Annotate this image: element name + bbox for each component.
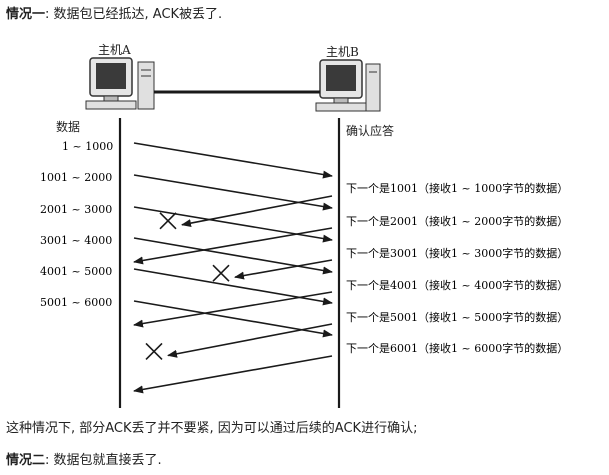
ack-labels: 下一个是1001（接收1 ~ 1000字节的数据） 下一个是2001（接收1 ~… — [346, 181, 568, 355]
data-label-5: 4001 ~ 5000 — [40, 265, 112, 278]
host-b-label: 主机B — [326, 45, 359, 59]
data-segment-labels: 1 ~ 1000 1001 ~ 2000 2001 ~ 3000 3001 ~ … — [40, 140, 113, 309]
arrow-layer — [134, 143, 332, 391]
case-two-heading: 情况二: 数据包就直接丢了. — [6, 452, 162, 470]
host-a-label: 主机A — [98, 43, 131, 57]
data-arrow-4 — [134, 238, 332, 272]
ack-label-3: 下一个是3001（接收1 ~ 3000字节的数据） — [346, 246, 568, 260]
case-one-label: 情况一 — [6, 7, 45, 22]
ack-label-6: 下一个是6001（接收1 ~ 6000字节的数据） — [346, 341, 568, 355]
lost-ack-arrow-1 — [182, 196, 332, 225]
ack-label-1: 下一个是1001（接收1 ~ 1000字节的数据） — [346, 181, 568, 195]
case-two-text: : 数据包就直接丢了. — [45, 453, 162, 468]
ack-arrow-6 — [134, 356, 332, 391]
data-arrow-1 — [134, 143, 332, 176]
data-label-3: 2001 ~ 3000 — [40, 203, 112, 216]
ack-arrow-4 — [134, 292, 332, 325]
data-label-4: 3001 ~ 4000 — [40, 234, 112, 247]
ack-arrow-2 — [134, 228, 332, 262]
ack-label-4: 下一个是4001（接收1 ~ 4000字节的数据） — [346, 278, 568, 292]
data-arrow-5 — [134, 269, 332, 303]
ack-label-5: 下一个是5001（接收1 ~ 5000字节的数据） — [346, 310, 568, 324]
data-column-title: 数据 — [56, 119, 80, 134]
data-label-1: 1 ~ 1000 — [62, 140, 113, 153]
case-two-label: 情况二 — [6, 453, 45, 468]
explanation-paragraph: 这种情况下, 部分ACK丢了并不要紧, 因为可以通过后续的ACK进行确认; — [6, 420, 417, 438]
case-one-heading: 情况一: 数据包已经抵达, ACK被丢了. — [6, 6, 222, 24]
data-label-6: 5001 ~ 6000 — [40, 296, 112, 309]
data-arrow-2 — [134, 175, 332, 208]
lost-ack-arrow-5 — [168, 324, 332, 355]
data-label-2: 1001 ~ 2000 — [40, 171, 112, 184]
host-a-computer-icon — [86, 58, 154, 109]
data-arrow-3 — [134, 207, 332, 240]
case-one-text: : 数据包已经抵达, ACK被丢了. — [45, 7, 222, 22]
lost-ack-arrow-3 — [235, 260, 332, 277]
ack-label-2: 下一个是2001（接收1 ~ 2000字节的数据） — [346, 214, 568, 228]
tcp-ack-loss-diagram: 主机A 主机B 数据 确认应答 1 ~ 1000 1001 ~ 2000 200… — [20, 38, 605, 408]
host-b-computer-icon — [316, 60, 380, 111]
ack-column-title: 确认应答 — [346, 123, 394, 138]
